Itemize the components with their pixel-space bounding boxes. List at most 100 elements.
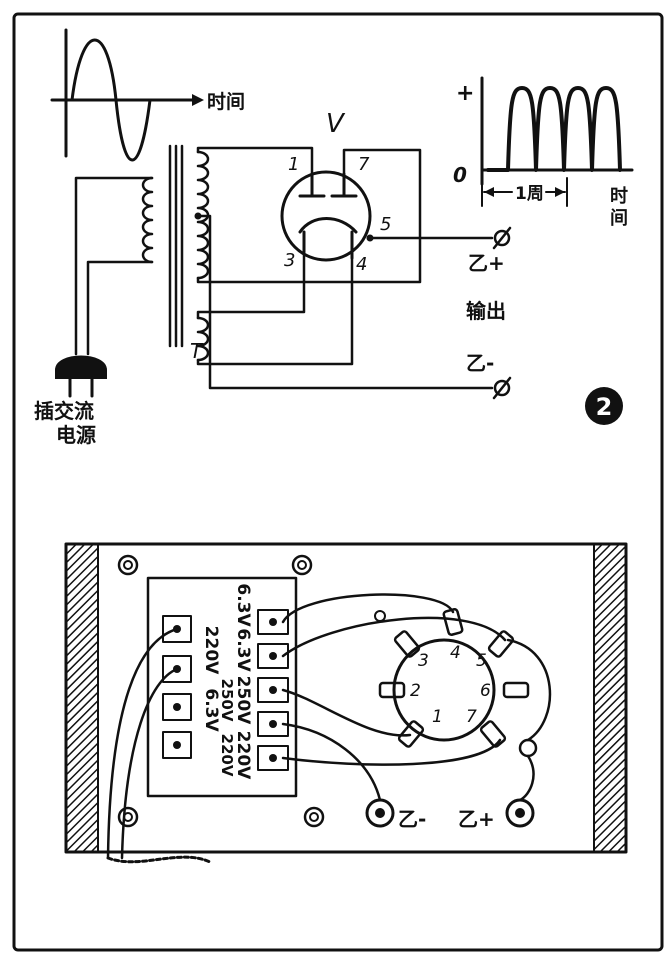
transformer-label: T [190,339,204,363]
bplus-terminal-slash [492,226,512,250]
wire-filament-pin1 [281,688,412,737]
mounting-screw-top-right [291,554,313,576]
pin-5-label: 5 [380,214,391,235]
socket-lug-5 [487,630,515,658]
filament-wire-b [196,256,354,366]
output-time-label-2: 间 [610,208,628,229]
figure-number: 2 [596,393,613,421]
right-rail [593,543,627,853]
anode1-wire [196,146,314,176]
left-lug-1 [162,615,192,643]
bplus-tie-point [518,738,538,758]
bminus-terminal-circle [493,379,511,397]
output-wave-plus: + [456,81,474,106]
bplus-terminal-center [515,808,525,818]
transformer-plate [146,576,298,798]
mounting-screw-bottom-left [117,806,139,828]
right-lug-2 [257,643,289,669]
tap-label-8: 220V [218,734,236,777]
tap-label-4: 6.3V [201,688,221,732]
pin-7-label: 7 [358,154,370,175]
rectifier-tube: V 1 7 5 3 4 [280,109,391,275]
anode2-wire [196,148,422,284]
socket-lug-7 [479,720,507,748]
bminus-label: 乙- [466,351,494,375]
input-wave-arrow [192,94,204,106]
right-lug-4-dot [269,720,277,728]
filament-coil [196,316,210,362]
bplus-label: 乙+ [468,251,505,275]
bplus-terminal-symbol [492,226,512,250]
left-lug-3 [162,693,192,721]
chassis-board: 6.3V 220V 250V 6.3V 220V 6.3V 250V 220V … [64,542,628,854]
wire-filament-pin7 [281,738,502,766]
figure-number-badge [585,387,623,425]
mounting-screw-top-right-inner [297,560,307,570]
mains-cord [106,855,212,864]
socket-pin-4: 4 [450,643,461,663]
wire-center-tap-bminus [281,722,382,802]
left-lug-4 [162,731,192,759]
right-lug-2-dot [269,652,277,660]
socket-lug-1 [397,720,425,748]
bminus-terminal-center [375,808,385,818]
mounting-screw-bottom-right-inner [309,812,319,822]
socket-pin-5: 5 [476,651,487,671]
mounting-screw-top-left-inner [123,560,133,570]
pin-1-label: 1 [288,154,299,175]
tube-label: V [326,109,346,139]
pin-5-dot [366,234,374,242]
output-label: 输出 [466,299,506,323]
wire-hv-a-pin4 [281,593,455,624]
center-tap-wire [196,214,494,390]
output-time-label-1: 时 [610,186,628,207]
right-lug-3-dot [269,686,277,694]
tap-label-1: 6.3V [233,628,253,672]
center-tap-dot [194,212,202,220]
pulse-train [486,86,622,172]
socket-pin-2: 2 [410,681,421,701]
tap-label-3: 250V [233,676,253,725]
filament [298,217,358,234]
bplus-terminal-label: 乙+ [458,807,495,831]
period-arrowhead-right [555,187,565,197]
input-waveform: 时间 [50,28,245,162]
mounting-screw-bottom-right [303,806,325,828]
left-lug-4-dot [173,741,181,749]
figure-frame [12,12,664,952]
bminus-terminal-slash [492,376,512,400]
tap-label-6: 6.3V [233,583,253,627]
output-wave-zero: 0 [453,163,467,187]
socket-pin-1: 1 [432,707,443,727]
board-wiring [106,593,552,864]
bplus-terminal-circle [493,229,511,247]
plug-label-line2: 电源 [56,423,96,447]
socket-pin-7: 7 [466,707,477,727]
primary-coil [141,176,154,264]
primary-wire-a [74,176,154,356]
right-lug-5-dot [269,754,277,762]
ac-plug: 插交流 电源 [34,355,107,447]
pin-3-label: 3 [284,250,295,271]
mains-lead-2 [120,667,179,860]
tap-label-7: 250V [218,679,236,722]
plug-label-line1: 插交流 [34,399,94,423]
bminus-terminal-symbol [492,376,512,400]
filament-wire-a [196,250,306,320]
right-lug-1 [257,609,289,635]
right-lug-1-dot [269,618,277,626]
pin-4-label: 4 [356,254,367,275]
sine-curve [70,38,152,162]
wire-pin5-bplus [506,638,552,742]
wire-hv-b-pin5 [281,616,507,658]
mounting-screw-top-left [117,554,139,576]
tap-label-5: 220V [233,731,253,780]
socket-lug-6 [502,681,530,699]
socket-hole [374,610,386,622]
socket-pin-3: 3 [418,651,429,671]
socket-lug-2 [378,681,406,699]
period-label: 1周 [515,184,544,204]
socket-lug-3 [393,630,421,658]
output-waveform: + 0 1周 时 间 [453,76,634,229]
